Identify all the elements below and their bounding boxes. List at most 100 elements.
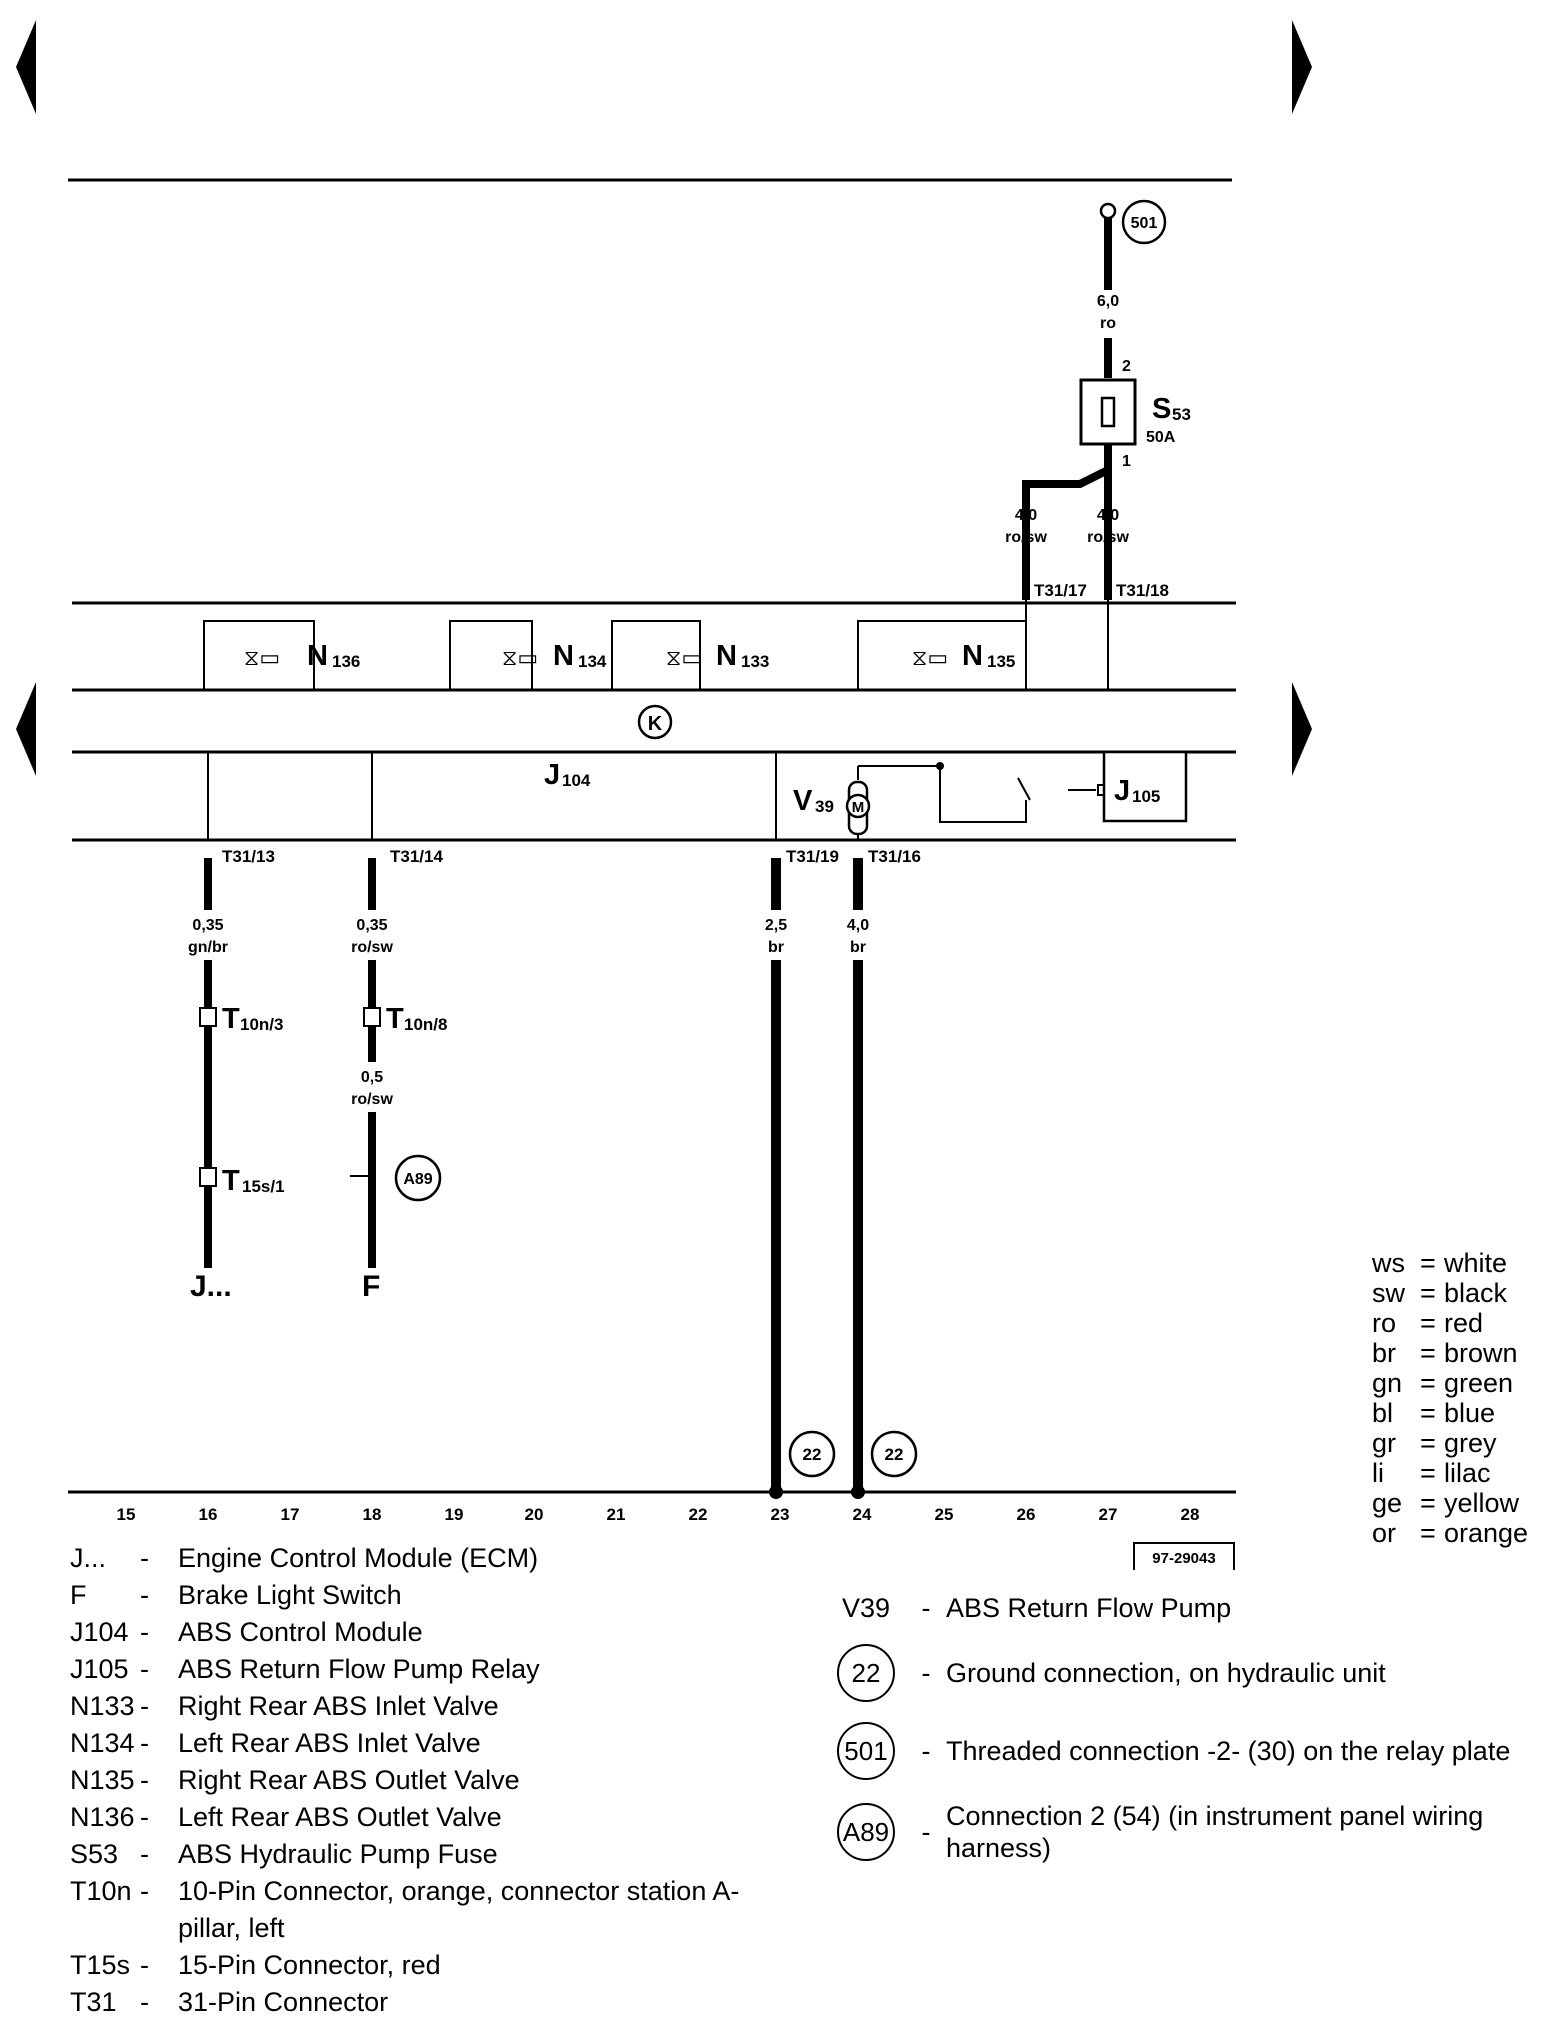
svg-text:0,35: 0,35 xyxy=(192,917,223,934)
legend-row: V39 -ABS Return Flow Pump xyxy=(841,1592,1232,1624)
legend-row: T31-31-Pin Connector xyxy=(70,1987,389,2017)
svg-text:24: 24 xyxy=(853,1505,872,1524)
svg-text:2,5: 2,5 xyxy=(765,917,787,934)
svg-text:10n/3: 10n/3 xyxy=(240,1015,283,1034)
connector-t10n3: T 10n/3 xyxy=(199,1003,283,1035)
svg-text:⧖▭: ⧖▭ xyxy=(912,645,948,670)
legend-row: 22 -Ground connection, on hydraulic unit xyxy=(826,1644,1566,1702)
legend-row: T10n-10-Pin Connector, orange, connector… xyxy=(70,1876,740,1943)
connector-t15s1: T 15s/1 xyxy=(199,1165,285,1197)
ground-symbol-icon: 22 xyxy=(837,1644,895,1702)
svg-text:M: M xyxy=(852,799,865,816)
svg-text:A89: A89 xyxy=(403,1171,432,1188)
svg-text:J: J xyxy=(544,759,560,791)
svg-text:br: br xyxy=(768,939,784,956)
svg-text:39: 39 xyxy=(815,797,834,816)
svg-text:S: S xyxy=(1152,393,1171,425)
svg-text:133: 133 xyxy=(741,652,769,671)
legend-row: 501 -Threaded connection -2- (30) on the… xyxy=(826,1722,1566,1780)
legend-row: S53-ABS Hydraulic Pump Fuse xyxy=(70,1839,498,1869)
valve-n134: ⧖▭ N 134 xyxy=(449,620,607,690)
wiring-diagram: 501 6,0 ro 2 S 53 50A 1 4,0 ro/sw 4,0 ro… xyxy=(16,20,1312,1570)
svg-text:T31/18: T31/18 xyxy=(1116,581,1169,600)
svg-text:4,0: 4,0 xyxy=(1097,507,1119,524)
ground-22-b: 22 xyxy=(870,1430,918,1478)
module-j104: J 104 xyxy=(544,759,591,791)
symbol-legend: V39 -ABS Return Flow Pump 22 -Ground con… xyxy=(826,1592,1566,1884)
svg-text:N: N xyxy=(553,640,574,672)
svg-text:gn/br: gn/br xyxy=(188,939,228,956)
ground-501: 501 xyxy=(1121,199,1167,245)
svg-text:N: N xyxy=(716,640,737,672)
valve-n135: ⧖▭ N 135 xyxy=(857,620,1026,690)
legend-row: T15s-15-Pin Connector, red xyxy=(70,1950,441,1980)
svg-text:T31/17: T31/17 xyxy=(1034,581,1087,600)
svg-text:T31/19: T31/19 xyxy=(786,847,839,866)
connection-symbol-icon: A89 xyxy=(837,1803,895,1861)
ground-a89: A89 xyxy=(394,1154,442,1202)
svg-text:501: 501 xyxy=(1131,215,1158,232)
svg-text:18: 18 xyxy=(363,1505,382,1524)
svg-text:21: 21 xyxy=(607,1505,626,1524)
svg-text:17: 17 xyxy=(281,1505,300,1524)
svg-text:T: T xyxy=(222,1165,240,1197)
svg-text:br: br xyxy=(850,939,866,956)
svg-text:ro/sw: ro/sw xyxy=(1005,529,1047,546)
svg-text:⧖▭: ⧖▭ xyxy=(502,645,538,670)
svg-text:T: T xyxy=(222,1003,240,1035)
svg-text:27: 27 xyxy=(1099,1505,1118,1524)
next-page-arrow-top[interactable] xyxy=(1292,20,1312,114)
svg-text:97-29043: 97-29043 xyxy=(1152,1550,1215,1567)
relay-j105: J 105 xyxy=(1102,750,1188,823)
svg-text:T31/14: T31/14 xyxy=(390,847,443,866)
svg-text:20: 20 xyxy=(525,1505,544,1524)
svg-text:2: 2 xyxy=(1122,358,1131,375)
svg-text:4,0: 4,0 xyxy=(1015,507,1037,524)
svg-text:23: 23 xyxy=(771,1505,790,1524)
svg-text:136: 136 xyxy=(332,652,360,671)
svg-text:50A: 50A xyxy=(1146,429,1176,446)
svg-text:⧖▭: ⧖▭ xyxy=(666,645,702,670)
svg-text:T: T xyxy=(386,1003,404,1035)
svg-text:10n/8: 10n/8 xyxy=(404,1015,447,1034)
svg-text:V: V xyxy=(793,785,813,817)
reference-number: 97-29043 xyxy=(1133,1542,1235,1570)
terminal-symbol-icon: 501 xyxy=(837,1722,895,1780)
svg-text:T31/13: T31/13 xyxy=(222,847,275,866)
legend-row: A89 -Connection 2 (54) (in instrument pa… xyxy=(826,1800,1566,1864)
legend-row: N135-Right Rear ABS Outlet Valve xyxy=(70,1765,520,1795)
color-legend: ws=white sw=black ro=red br=brown gn=gre… xyxy=(1372,1248,1529,1548)
svg-text:26: 26 xyxy=(1017,1505,1036,1524)
fuse-s53: S 53 50A xyxy=(1079,378,1191,446)
wire-size: 6,0 xyxy=(1097,293,1119,310)
legend-row: J...-Engine Control Module (ECM) xyxy=(70,1543,539,1573)
svg-text:135: 135 xyxy=(987,652,1015,671)
legend-row: F-Brake Light Switch xyxy=(70,1580,402,1610)
wire-color: ro xyxy=(1100,315,1116,332)
k-symbol: K xyxy=(637,704,673,740)
svg-text:1: 1 xyxy=(1122,453,1131,470)
svg-text:15: 15 xyxy=(117,1505,136,1524)
svg-text:N: N xyxy=(307,640,328,672)
legend-row: N133-Right Rear ABS Inlet Valve xyxy=(70,1691,499,1721)
svg-text:19: 19 xyxy=(445,1505,464,1524)
prev-page-arrow-mid[interactable] xyxy=(16,682,36,776)
next-page-arrow-mid[interactable] xyxy=(1292,682,1312,776)
end-brake-switch: F xyxy=(362,1270,380,1303)
legend-row: J104-ABS Control Module xyxy=(70,1617,423,1647)
prev-page-arrow-top[interactable] xyxy=(16,20,36,114)
legend-row: N134-Left Rear ABS Inlet Valve xyxy=(70,1728,481,1758)
grid-numbers: 15 16 17 18 19 20 21 22 23 24 25 26 27 2… xyxy=(117,1505,1200,1524)
svg-text:J: J xyxy=(1114,775,1130,807)
svg-text:0,5: 0,5 xyxy=(361,1069,383,1086)
svg-text:⧖▭: ⧖▭ xyxy=(244,645,280,670)
svg-text:134: 134 xyxy=(578,652,607,671)
svg-text:53: 53 xyxy=(1172,405,1191,424)
svg-text:22: 22 xyxy=(689,1505,708,1524)
svg-text:22: 22 xyxy=(885,1445,904,1464)
svg-text:4,0: 4,0 xyxy=(847,917,869,934)
svg-text:N: N xyxy=(962,640,983,672)
pump-v39: V 39 M xyxy=(793,780,871,836)
svg-text:16: 16 xyxy=(199,1505,218,1524)
svg-text:105: 105 xyxy=(1132,787,1160,806)
